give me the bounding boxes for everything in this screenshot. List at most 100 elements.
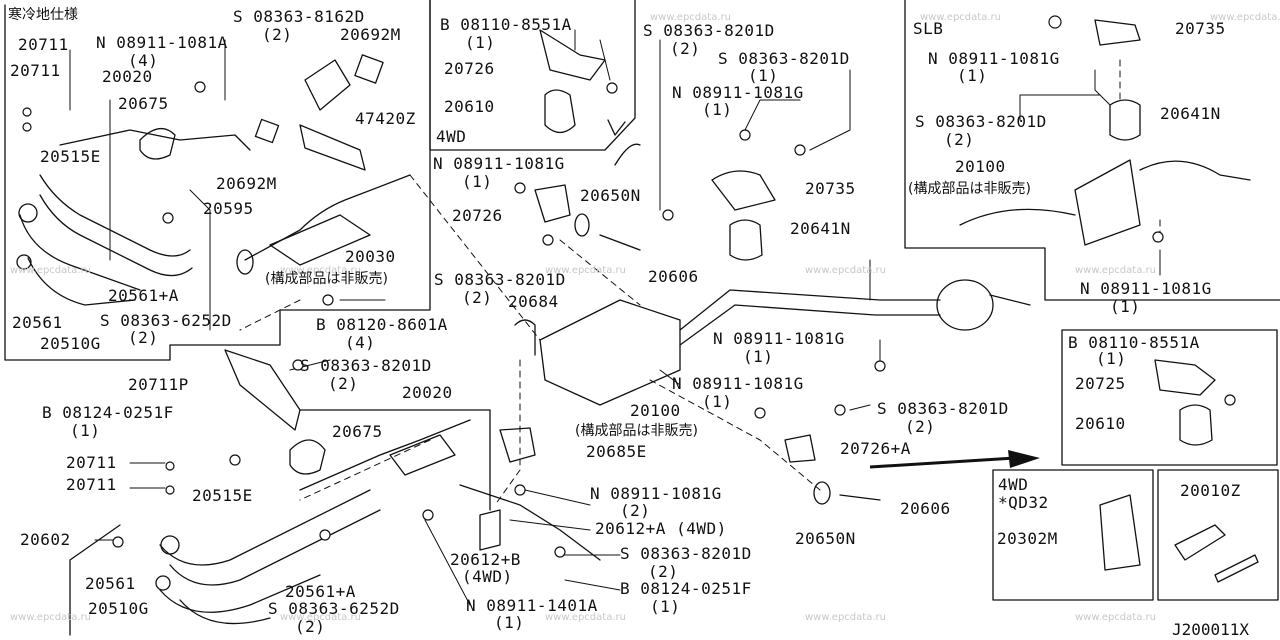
dash-muffler-to-lower xyxy=(494,359,521,506)
right-bracket-frame xyxy=(1061,329,1278,466)
washer-upper-b xyxy=(22,122,32,132)
label-08911-1081g-d-qty: (1) xyxy=(702,392,733,411)
clamp-upper-20675 xyxy=(139,128,176,160)
watermark: www.epcdata.ru xyxy=(1075,265,1156,276)
label-20612b-qty: (4WD) xyxy=(462,567,513,586)
label-08124-0251f-b: B 08124-0251F xyxy=(620,579,752,598)
label-08911-1401a: N 08911-1401A xyxy=(466,596,598,615)
sub-muffler xyxy=(936,279,994,331)
resonator-20030 xyxy=(269,214,371,266)
clamp-20675-lower xyxy=(289,439,326,475)
label-20510g-low: 20510G xyxy=(88,599,149,618)
nut-mid-b xyxy=(739,129,751,141)
front-pipe-lower-a xyxy=(159,489,371,566)
label-20030: 20030 xyxy=(345,247,396,266)
label-08124-0251f-b-qty: (1) xyxy=(650,597,681,616)
label-08911-1081g-slb-a-qty: (1) xyxy=(957,66,988,85)
label-20692m-a: 20692M xyxy=(340,25,401,44)
label-20675-top: 20675 xyxy=(118,94,169,113)
clamp-upper-20561 xyxy=(16,254,32,270)
note-4wd-bottom: 4WD xyxy=(998,475,1029,494)
label-08911-1081g-b: N 08911-1081G xyxy=(433,154,565,173)
bolt-20606-low xyxy=(839,494,881,501)
label-08911-1081g-slb-b-qty: (1) xyxy=(1110,297,1141,316)
label-08110-8551a-top: B 08110-8551A xyxy=(440,15,572,34)
front-pipe-lower-b xyxy=(169,509,381,586)
bolt-mid-d xyxy=(834,404,846,416)
leader-slb-8201d xyxy=(1019,94,1101,121)
front-pipe-lower-d xyxy=(179,599,271,625)
rubber-20650n-low xyxy=(813,481,831,505)
dash-lower-center xyxy=(299,439,431,501)
cold-spec-frame xyxy=(4,0,431,361)
bracket-20711p xyxy=(224,349,301,431)
leader-1081g-e xyxy=(524,489,591,506)
leader-08124-b xyxy=(564,579,621,591)
diagram-code: J200011X xyxy=(1172,620,1250,639)
front-pipe-upper-d xyxy=(27,257,136,306)
nut-mid-d xyxy=(754,407,766,419)
label-08120-8601a: B 08120-8601A xyxy=(316,315,448,334)
washer-lower-a xyxy=(165,461,175,471)
watermark: www.epcdata.ru xyxy=(280,265,361,276)
label-20610-top: 20610 xyxy=(444,97,495,116)
slb-muffler-20100 xyxy=(1074,159,1141,246)
fourwd-frame xyxy=(429,0,636,151)
label-20100-slb: 20100 xyxy=(955,157,1006,176)
label-20641n-mid: 20641N xyxy=(790,219,851,238)
watermark: www.epcdata.ru xyxy=(545,265,626,276)
watermark: www.epcdata.ru xyxy=(805,612,886,623)
label-20610-right: 20610 xyxy=(1075,414,1126,433)
label-08911-1081g-d: N 08911-1081G xyxy=(672,374,804,393)
front-pipe-upper-c xyxy=(19,214,141,291)
bolt-lower-a xyxy=(229,454,241,466)
note-4wd-top: 4WD xyxy=(436,127,467,146)
dash-bracket-to-muffler xyxy=(559,239,641,306)
label-08124-0251f-a-qty: (1) xyxy=(70,421,101,440)
nut-lower-b xyxy=(422,509,434,521)
nut-20602 xyxy=(112,536,124,548)
leader-1081g-a xyxy=(744,99,801,131)
center-pipe-flange xyxy=(236,249,254,275)
label-20612a: 20612+A (4WD) xyxy=(595,519,727,538)
label-20561-top: 20561 xyxy=(12,313,63,332)
label-20606-low: 20606 xyxy=(900,499,951,518)
label-20711-a: 20711 xyxy=(18,35,69,54)
gasket-20692m-a xyxy=(354,54,384,84)
mount-20610-right xyxy=(1179,404,1213,446)
leader-8201d-d xyxy=(849,404,871,411)
label-20561a-top: 20561+A xyxy=(108,286,179,305)
label-08363-6252d-top: S 08363-6252D xyxy=(100,311,232,330)
label-08363-8201d-b-qty: (1) xyxy=(748,66,779,85)
hanger-20735-mid xyxy=(711,170,776,211)
label-20020-low: 20020 xyxy=(402,383,453,402)
label-20302m: 20302M xyxy=(997,529,1058,548)
bolt-upper-a xyxy=(162,212,174,224)
note-qd32: *QD32 xyxy=(998,493,1049,512)
label-08911-1081a: N 08911-1081A xyxy=(96,33,228,52)
slb-frame xyxy=(904,0,1280,301)
label-08110-8551a-right: B 08110-8551A xyxy=(1068,333,1200,352)
bolt-lower-b xyxy=(319,529,331,541)
rubber-20641n-mid xyxy=(729,219,763,261)
label-08363-8201d-d-qty: (2) xyxy=(905,417,936,436)
rubber-20650n-mid xyxy=(574,213,590,237)
label-20515e-low: 20515E xyxy=(192,486,253,505)
label-08911-1081g-c: N 08911-1081G xyxy=(713,329,845,348)
center-pipe-20030 xyxy=(244,174,411,261)
lower-center-frame xyxy=(299,409,491,511)
dash-center-to-muffler xyxy=(409,174,541,341)
label-08363-8201d-e-qty: (2) xyxy=(328,374,359,393)
label-20641n-slb: 20641N xyxy=(1160,104,1221,123)
label-20612b: 20612+B xyxy=(450,550,521,569)
label-08363-8201d-d: S 08363-8201D xyxy=(877,399,1009,418)
note-not-sold-main: (構成部品は非販売) xyxy=(575,423,698,439)
note-not-sold-20030: (構成部品は非販売) xyxy=(265,271,388,287)
label-08363-8201d-a-qty: (2) xyxy=(670,39,701,58)
tailpipe-tip xyxy=(989,294,1031,306)
label-20725: 20725 xyxy=(1075,374,1126,393)
label-08110-8551a-top-qty: (1) xyxy=(465,33,496,52)
bracket-20726-mid xyxy=(534,184,571,223)
washer-upper-a xyxy=(22,107,32,117)
label-20515e-top: 20515E xyxy=(40,147,101,166)
